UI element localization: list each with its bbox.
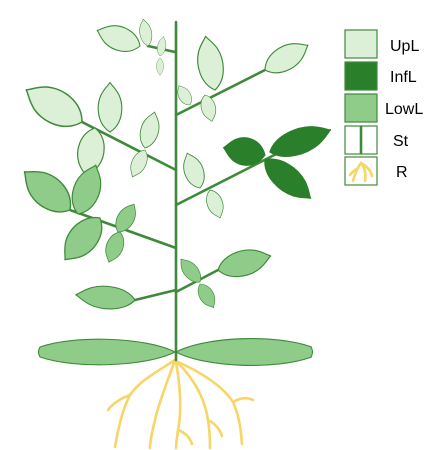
upper-leaf <box>17 75 90 136</box>
upper-leaf <box>203 187 228 220</box>
legend: UpL InfL LowL St R <box>345 30 423 185</box>
basal-leaf-right <box>176 339 313 366</box>
lower-leaf <box>14 160 80 222</box>
legend-label-lower-leaves: LowL <box>385 101 423 118</box>
upper-leaf <box>156 36 168 57</box>
legend-swatch-upper-leaves <box>345 30 377 58</box>
upper-leaf <box>98 82 122 132</box>
upper-leaf <box>156 58 163 76</box>
upper-leaf <box>136 109 163 150</box>
legend-swatch-inflorescence-leaves <box>345 62 377 90</box>
legend-item-upper-leaves: UpL <box>345 30 419 58</box>
lower-leaf <box>215 244 275 282</box>
legend-label-inflorescence-leaves: InfL <box>390 69 417 86</box>
inflorescence-leaves <box>221 118 336 208</box>
roots <box>108 360 253 448</box>
upper-leaf <box>178 150 209 192</box>
stem-system <box>70 22 288 360</box>
inflorescence-leaf <box>266 118 336 163</box>
upper-leaf <box>259 35 314 80</box>
legend-swatch-lower-leaves <box>345 94 377 122</box>
basal-leaf-left <box>39 339 176 365</box>
legend-label-upper-leaves: UpL <box>390 38 419 55</box>
lower-leaf <box>74 284 136 312</box>
legend-label-root: R <box>396 164 408 181</box>
upper-leaf <box>193 34 227 92</box>
legend-swatch-root <box>345 157 377 185</box>
upper-leaf <box>126 147 151 180</box>
legend-item-root: R <box>345 157 408 185</box>
lower-leaf <box>175 254 205 286</box>
upper-leaf <box>93 19 144 57</box>
lower-leaf <box>194 280 220 311</box>
legend-item-lower-leaves: LowL <box>345 94 423 122</box>
legend-item-stem: St <box>345 126 409 154</box>
legend-item-inflorescence-leaves: InfL <box>345 62 417 90</box>
upper-leaf <box>198 93 219 123</box>
upper-leaf <box>137 18 153 47</box>
legend-label-stem: St <box>393 133 409 150</box>
lower-leaf <box>101 229 128 265</box>
lower-leaf <box>54 209 111 269</box>
inflorescence-leaf <box>257 151 319 209</box>
